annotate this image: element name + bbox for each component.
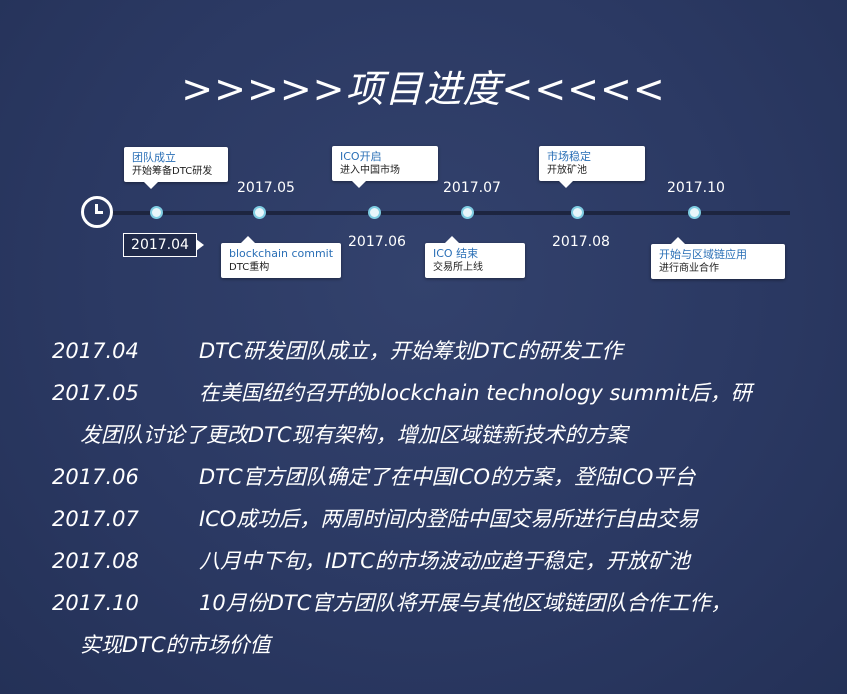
timeline-callout: ICO开启 进入中国市场 [332, 146, 438, 188]
timeline-callout: 团队成立 开始筹备DTC研发 [124, 147, 228, 189]
callout-subtitle: 开始筹备DTC研发 [132, 166, 213, 177]
callout-title: blockchain commit [229, 247, 334, 260]
progress-list: 2017.04 DTC研发团队成立，开始筹划DTC的研发工作 2017.05 在美国… [52, 330, 832, 666]
list-item: 2017.07 ICO成功后，两周时间内登陆中国交易所进行自由交易 [52, 498, 832, 540]
list-item: 2017.04 DTC研发团队成立，开始筹划DTC的研发工作 [52, 330, 832, 372]
entry-text-continued: 发团队讨论了更改DTC现有架构，增加区域链新技术的方案 [80, 423, 628, 447]
callout-subtitle: 进行商业合作 [659, 263, 719, 274]
timeline-date: 2017.10 [667, 180, 725, 196]
entry-text: DTC研发团队成立，开始筹划DTC的研发工作 [199, 339, 623, 363]
list-item: 2017.08 八月中下旬，IDTC的市场波动应趋于稳定，开放矿池 [52, 540, 832, 582]
timeline-dot [688, 206, 701, 219]
timeline-dot [368, 206, 381, 219]
timeline-callout: ICO 结束 交易所上线 [425, 236, 525, 278]
timeline-date: 2017.05 [237, 180, 295, 196]
timeline-date: 2017.07 [443, 180, 501, 196]
entry-text: 在美国纽约召开的blockchain technology summit后，研 [199, 381, 752, 405]
callout-subtitle: 交易所上线 [433, 262, 483, 273]
callout-title: 市场稳定 [547, 150, 591, 163]
timeline-callout: 开始与区域链应用 进行商业合作 [651, 237, 785, 279]
timeline-callout: 市场稳定 开放矿池 [539, 146, 645, 188]
timeline-line [100, 211, 790, 215]
list-item: 2017.05 在美国纽约召开的blockchain technology sum… [52, 372, 832, 456]
timeline-dot [461, 206, 474, 219]
entry-date: 2017.06 [52, 465, 139, 489]
callout-title: 开始与区域链应用 [659, 248, 747, 261]
timeline-date: 2017.06 [348, 234, 406, 250]
callout-subtitle: DTC重构 [229, 262, 270, 273]
callout-title: ICO开启 [340, 150, 382, 163]
entry-text: DTC官方团队确定了在中国ICO的方案，登陆ICO平台 [199, 465, 696, 489]
start-date-tag: 2017.04 [123, 233, 204, 257]
timeline-date: 2017.08 [552, 234, 610, 250]
timeline-dot [571, 206, 584, 219]
entry-date: 2017.08 [52, 549, 139, 573]
list-item: 2017.10 10月份DTC官方团队将开展与其他区域链团队合作工作， 实现DTC… [52, 582, 832, 666]
page-title: >>>>>项目进度<<<<< [181, 67, 666, 111]
timeline-callout: blockchain commit DTC重构 [221, 236, 341, 278]
clock-icon [81, 196, 113, 228]
timeline-dot [150, 206, 163, 219]
entry-text: 八月中下旬，IDTC的市场波动应趋于稳定，开放矿池 [199, 549, 690, 573]
callout-title: 团队成立 [132, 151, 176, 164]
entry-text: ICO成功后，两周时间内登陆中国交易所进行自由交易 [199, 507, 699, 531]
entry-text: 10月份DTC官方团队将开展与其他区域链团队合作工作， [199, 591, 732, 615]
callout-subtitle: 开放矿池 [547, 165, 587, 176]
entry-date: 2017.04 [52, 339, 139, 363]
entry-date: 2017.05 [52, 381, 139, 405]
entry-date: 2017.07 [52, 507, 139, 531]
list-item: 2017.06 DTC官方团队确定了在中国ICO的方案，登陆ICO平台 [52, 456, 832, 498]
callout-title: ICO 结束 [433, 247, 479, 260]
entry-date: 2017.10 [52, 591, 139, 615]
entry-text-continued: 实现DTC的市场价值 [80, 633, 271, 657]
callout-subtitle: 进入中国市场 [340, 165, 400, 176]
timeline-dot [253, 206, 266, 219]
